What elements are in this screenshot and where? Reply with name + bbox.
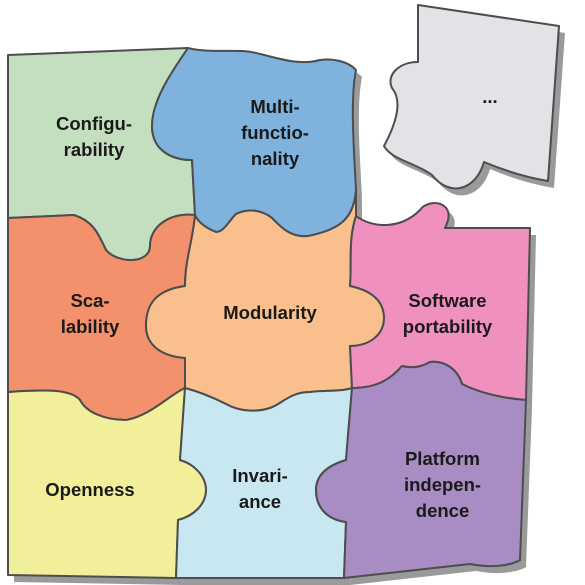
label-openness: Openness (45, 479, 135, 500)
label-configurability: Configu-rability (55, 113, 133, 160)
label-modularity: Modularity (223, 302, 317, 323)
label-multifunctionality: Multi-functio-nality (241, 96, 309, 169)
label-more: ... (482, 86, 498, 107)
label-invariance: Invari-ance (232, 465, 288, 512)
piece-platform-independence (315, 360, 527, 579)
piece-more (383, 4, 560, 190)
label-scalability: Sca-lability (60, 290, 120, 337)
